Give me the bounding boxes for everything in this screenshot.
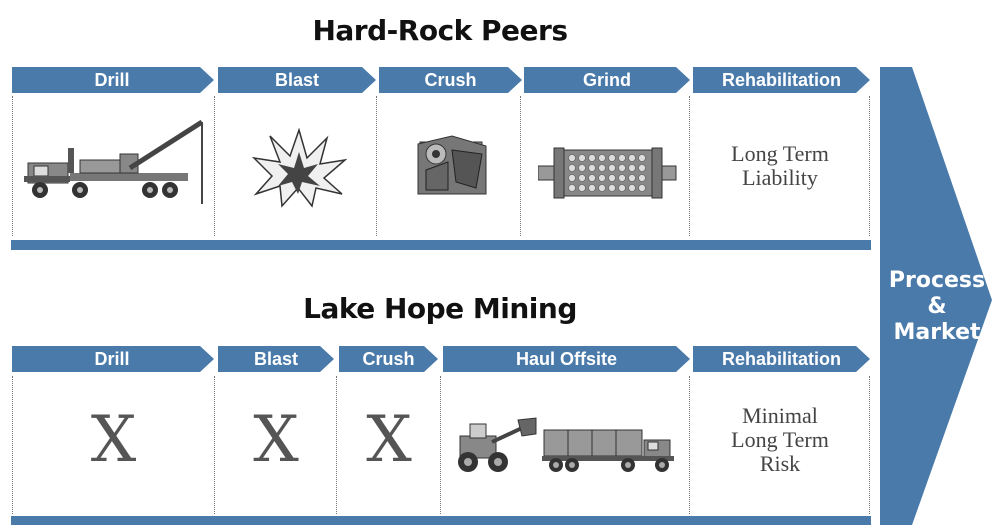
drill-x-mark: X [90,403,137,477]
top-cell-rehab [690,96,870,236]
top-cell-drill [12,96,215,236]
bottom-cell-rehab [690,376,870,514]
explosion-icon [252,128,347,208]
market-label: & Market [893,294,981,345]
bottom-step-rehabilitation: Rehabilitation [721,349,841,369]
top-step-drill: Drill [94,70,130,90]
bottom-title: Lake Hope Mining [303,292,577,325]
bottom-rehab-text: Minimal Long Term Risk [690,404,870,476]
top-step-rehabilitation: Rehabilitation [721,70,841,90]
bottom-rehab-line-2: Long Term [731,427,829,452]
bottom-rehab-line-3: Risk [759,451,801,476]
crush-x-mark: X [366,403,412,477]
bottom-base-bar [11,516,871,525]
bottom-header-arrows [12,346,870,372]
process-market-label: Process & Market [882,268,992,346]
bottom-cell-haul [441,376,690,514]
top-cell-crush [377,96,521,236]
top-rehab-line-1: Long Term [731,141,829,166]
top-rehab-line-2: Liability [742,165,818,190]
blast-x-mark: X [253,403,299,477]
top-cell-grind [521,96,690,236]
bottom-step-haul-offsite: Haul Offsite [515,349,617,369]
loader-truck-icon [458,417,674,472]
top-header-arrows [12,67,870,93]
bottom-cell-drill [12,376,215,514]
grinding-mill-icon [538,147,677,199]
bottom-step-blast: Blast [253,349,298,369]
top-step-blast: Blast [274,70,319,90]
crusher-icon [417,135,487,195]
top-step-crush: Crush [424,70,477,90]
process-label: Process [888,268,986,293]
bottom-cell-crush [337,376,441,514]
top-step-grind: Grind [583,70,631,90]
bottom-step-drill: Drill [94,349,130,369]
top-rehab-text: Long Term Liability [690,142,870,190]
top-cell-blast [215,96,377,236]
top-title: Hard-Rock Peers [312,14,568,47]
top-base-bar [11,240,871,250]
bottom-step-crush: Crush [362,349,415,369]
bottom-rehab-line-1: Minimal [742,403,818,428]
drill-truck-icon [24,119,204,204]
bottom-cell-blast [215,376,337,514]
